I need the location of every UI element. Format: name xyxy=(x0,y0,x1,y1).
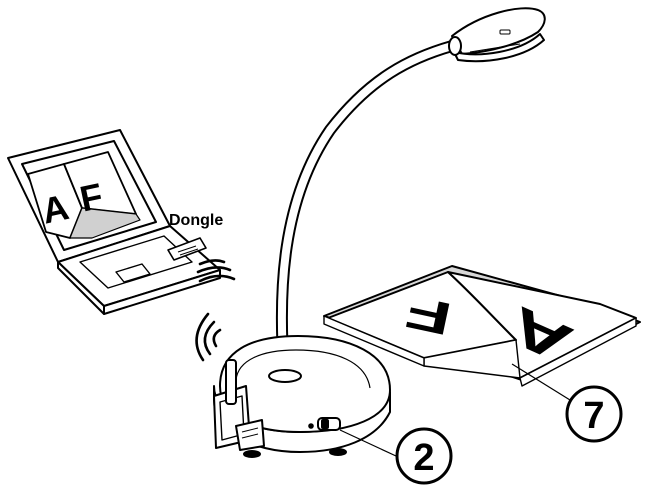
callout-2-leader xyxy=(339,429,397,457)
camera-head xyxy=(448,7,546,63)
camera-base xyxy=(213,335,391,458)
book-letter-f: F xyxy=(401,285,456,345)
callout-7-number: 7 xyxy=(583,395,604,437)
callout-7-circle xyxy=(565,385,623,443)
callout-2-circle xyxy=(395,427,453,485)
callout-2-number: 2 xyxy=(413,437,434,479)
callout-7-leader xyxy=(511,363,571,401)
callout-2-group xyxy=(339,427,453,485)
dongle-label: Dongle xyxy=(169,212,223,229)
laptop xyxy=(7,129,221,315)
open-book xyxy=(323,265,641,387)
camera-gooseneck xyxy=(275,40,458,378)
dongle-wireless-waves-icon xyxy=(196,259,236,283)
camera-wireless-waves-icon xyxy=(195,312,222,362)
callout-7-group xyxy=(511,363,623,443)
